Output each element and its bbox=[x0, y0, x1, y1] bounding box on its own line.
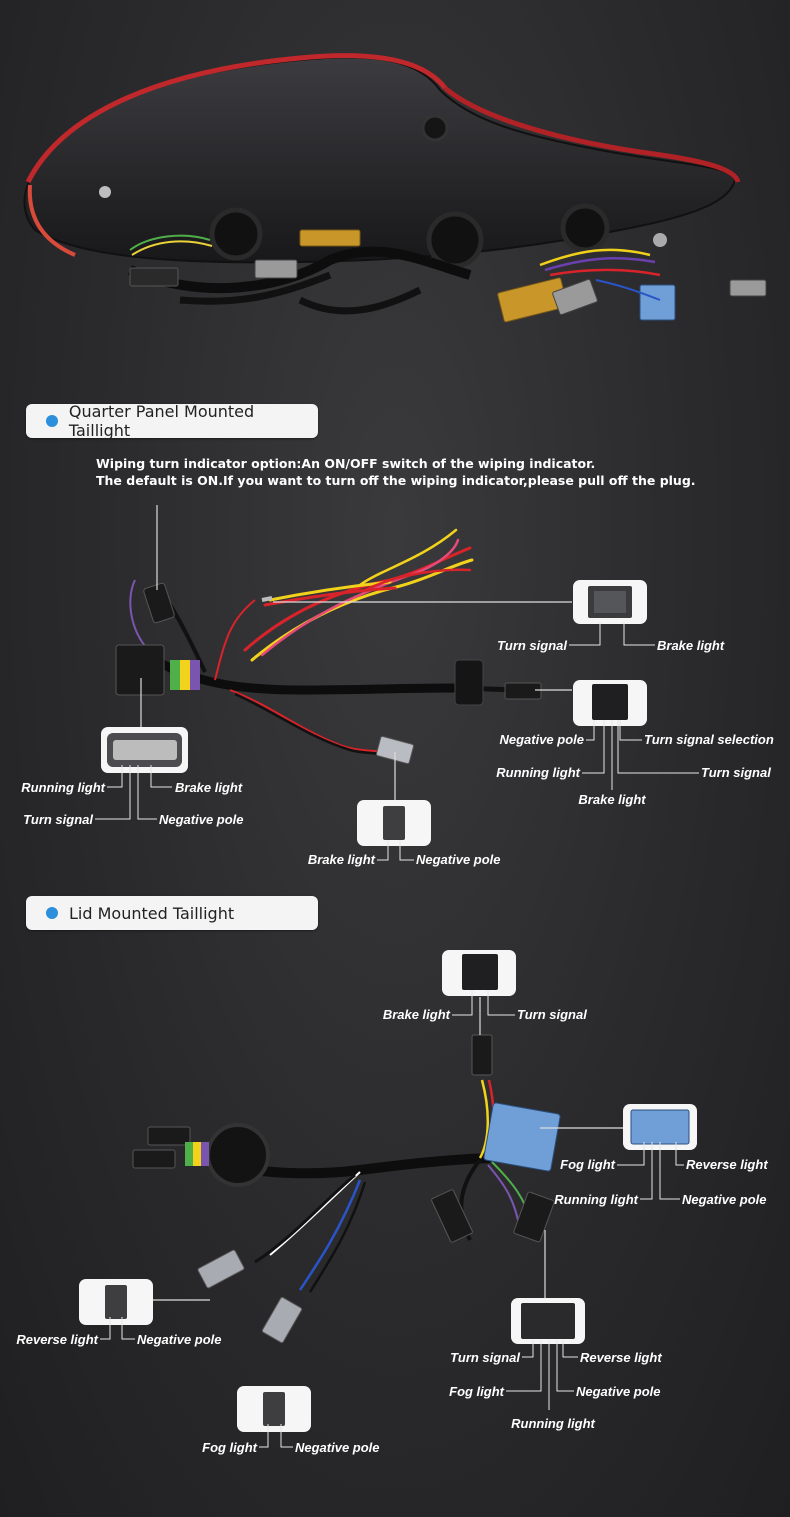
label-l-right-turn: Turn signal bbox=[450, 1350, 520, 1365]
label-l-blue-running: Running light bbox=[554, 1192, 638, 1207]
label-l-top-brake: Brake light bbox=[383, 1007, 451, 1022]
label-l-left-reverse: Reverse light bbox=[16, 1332, 98, 1347]
label-q-right-turn: Turn signal bbox=[701, 765, 771, 780]
section-bullet-icon bbox=[46, 415, 58, 427]
label-l-top-turn: Turn signal bbox=[517, 1007, 587, 1022]
pin-thumbnail-q-bottom bbox=[357, 800, 431, 846]
note-line-2: The default is ON.If you want to turn of… bbox=[96, 473, 696, 488]
label-l-blue-negative: Negative pole bbox=[682, 1192, 767, 1207]
label-q-left-negative: Negative pole bbox=[159, 812, 244, 827]
pin-thumbnail-l-bottom bbox=[237, 1386, 311, 1432]
label-l-right-fog: Fog light bbox=[449, 1384, 505, 1399]
note-line-1: Wiping turn indicator option:An ON/OFF s… bbox=[96, 456, 596, 471]
label-l-right-negative: Negative pole bbox=[576, 1384, 661, 1399]
label-l-bottom-fog: Fog light bbox=[202, 1440, 258, 1455]
pin-thumbnail-l-blue bbox=[623, 1104, 697, 1150]
label-l-blue-reverse: Reverse light bbox=[686, 1157, 768, 1172]
lid-callout-lines bbox=[152, 997, 624, 1301]
label-l-blue-fog: Fog light bbox=[560, 1157, 616, 1172]
taillight-back-photo bbox=[23, 53, 767, 323]
label-q-right-brake: Brake light bbox=[578, 792, 646, 807]
pin-thumbnail-l-top bbox=[442, 950, 516, 996]
wiping-indicator-note: Wiping turn indicator option:An ON/OFF s… bbox=[96, 455, 696, 489]
label-q-top-brake: Brake light bbox=[657, 638, 725, 653]
label-q-left-brake: Brake light bbox=[175, 780, 243, 795]
pin-thumbnail-q-top bbox=[573, 580, 647, 624]
label-q-bottom-negative: Negative pole bbox=[416, 852, 501, 867]
label-l-left-negative: Negative pole bbox=[137, 1332, 222, 1347]
section-title: Quarter Panel Mounted Taillight bbox=[68, 402, 255, 440]
quarter-callout-lines bbox=[140, 505, 572, 800]
pin-labels: Turn signal Brake light Running light Br… bbox=[16, 638, 774, 1455]
label-l-right-reverse: Reverse light bbox=[580, 1350, 662, 1365]
label-q-top-turn: Turn signal bbox=[497, 638, 567, 653]
label-q-bottom-brake: Brake light bbox=[308, 852, 376, 867]
label-q-left-running: Running light bbox=[21, 780, 105, 795]
label-q-right-selection: Turn signal selection bbox=[644, 732, 774, 747]
label-q-right-running: Running light bbox=[496, 765, 580, 780]
label-l-right-running: Running light bbox=[511, 1416, 595, 1431]
pin-thumbnail-l-right bbox=[511, 1298, 585, 1344]
pin-leader-lines bbox=[95, 622, 699, 1448]
label-l-bottom-negative: Negative pole bbox=[295, 1440, 380, 1455]
section-title: Lid Mounted Taillight bbox=[69, 903, 235, 923]
pin-thumbnail-q-right bbox=[573, 680, 647, 726]
section-header-quarter-panel: Quarter Panel Mounted Taillight bbox=[26, 402, 318, 440]
section-header-lid: Lid Mounted Taillight bbox=[26, 896, 318, 930]
lid-harness bbox=[132, 1034, 561, 1344]
pin-thumbnail-l-left bbox=[79, 1279, 153, 1325]
section-bullet-icon bbox=[46, 907, 58, 919]
pin-thumbnail-q-left bbox=[101, 727, 188, 773]
label-q-right-negative: Negative pole bbox=[499, 732, 584, 747]
label-q-left-turn: Turn signal bbox=[23, 812, 93, 827]
quarter-panel-harness bbox=[115, 528, 542, 765]
